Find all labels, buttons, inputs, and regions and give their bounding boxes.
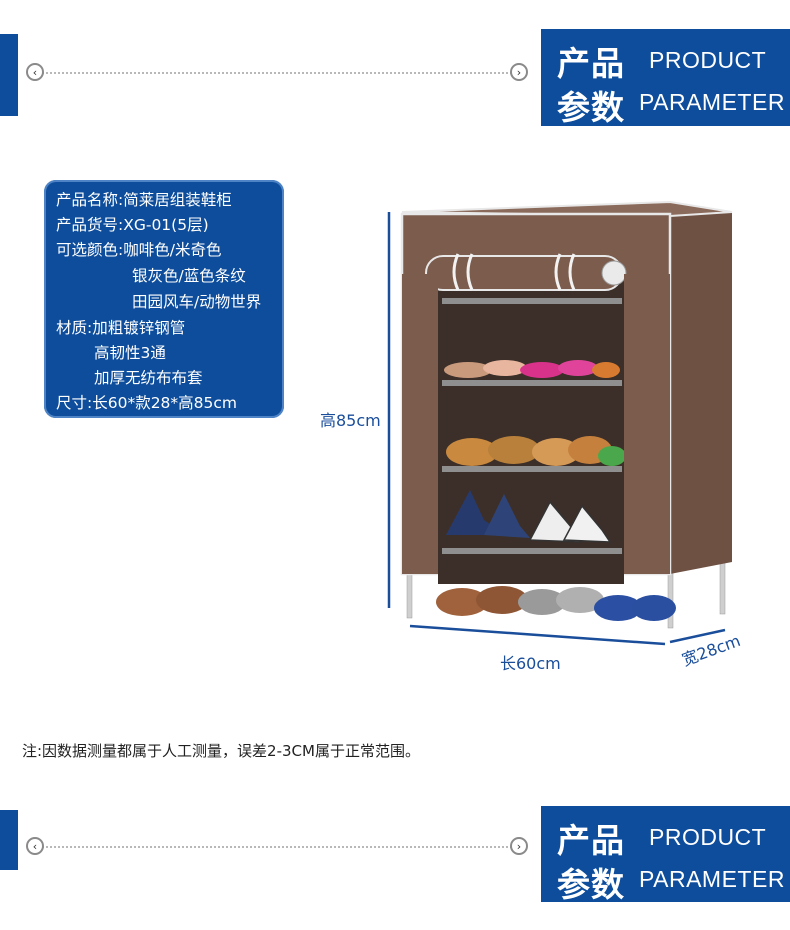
shoe	[520, 362, 564, 378]
cover-left-flap	[402, 274, 438, 574]
shelf-1	[442, 298, 622, 304]
arrow-right-icon: ›	[510, 837, 528, 855]
header-title-cn-1: 产品	[557, 44, 625, 83]
shoe	[632, 595, 676, 621]
cabinet-side-panel	[670, 202, 732, 574]
shelf-3	[442, 466, 622, 472]
header-title-en-2: PARAMETER	[639, 89, 785, 115]
footer-left-accent	[0, 810, 18, 870]
spec-line-name: 产品名称:简莱居组装鞋柜	[56, 191, 232, 209]
spec-line-colors-2: 银灰色/蓝色条纹	[132, 267, 246, 285]
shoe	[518, 589, 566, 615]
spec-panel: 产品名称:简莱居组装鞋柜 产品货号:XG-01(5层) 可选颜色:咖啡色/米奇色…	[44, 180, 284, 418]
shelf-4	[442, 548, 622, 554]
footer-title-box: 产品 参数 PRODUCT PARAMETER	[541, 806, 790, 904]
measurement-note: 注:因数据测量都属于人工测量，误差2-3CM属于正常范围。	[22, 742, 420, 760]
spec-line-material-2: 高韧性3通	[94, 344, 166, 362]
leg-front-left	[406, 567, 413, 619]
height-label: 高85cm	[320, 411, 381, 430]
header-title-en-1: PRODUCT	[649, 47, 767, 73]
shoe	[446, 490, 506, 535]
length-dimension-line	[409, 624, 666, 646]
header-band: ‹ › 产品 参数 PRODUCT PARAMETER	[0, 20, 790, 150]
roll-end-cap	[601, 260, 627, 286]
shelf-2	[442, 380, 622, 386]
width-dimension-line	[669, 628, 726, 644]
shoe	[483, 360, 527, 376]
footer-band: ‹ › 产品 参数 PRODUCT PARAMETER	[0, 800, 790, 930]
shoe	[562, 504, 612, 543]
door-straps	[452, 253, 576, 291]
leg-back-right	[719, 561, 726, 615]
footer-title-cn-2: 参数	[557, 865, 625, 904]
cover-right-flap	[624, 274, 670, 574]
shoe	[594, 595, 642, 621]
header-dotted-divider	[34, 72, 520, 74]
spec-line-material-1: 材质:加粗镀锌钢管	[56, 319, 186, 337]
footer-dotted-divider	[34, 846, 520, 848]
shoe	[476, 586, 528, 614]
header-title-box: 产品 参数 PRODUCT PARAMETER	[541, 29, 790, 127]
arrow-left-icon: ‹	[26, 63, 44, 81]
shoe	[556, 587, 604, 613]
footer-title-en-1: PRODUCT	[649, 824, 767, 850]
spec-line-sku: 产品货号:XG-01(5层)	[56, 216, 209, 234]
footer-title-en-2: PARAMETER	[639, 866, 785, 892]
arrow-right-icon: ›	[510, 63, 528, 81]
shoe	[436, 588, 488, 616]
shoe-cabinet-illustration	[387, 200, 733, 646]
footer-title-cn-1: 产品	[557, 821, 625, 860]
header-title-cn-2: 参数	[557, 88, 625, 127]
shoe	[592, 362, 620, 378]
arrow-left-icon: ‹	[26, 837, 44, 855]
shoe	[444, 362, 492, 378]
shoe	[598, 446, 626, 466]
spec-line-size: 尺寸:长60*款28*高85cm	[56, 394, 238, 412]
length-label: 长60cm	[500, 654, 561, 673]
shoe	[532, 438, 580, 466]
shoe	[446, 438, 498, 466]
shoe	[484, 494, 530, 538]
spec-line-colors-3: 田园风车/动物世界	[132, 293, 262, 311]
header-left-accent	[0, 34, 18, 116]
spec-line-material-3: 加厚无纺布布套	[94, 369, 203, 387]
spec-line-colors-1: 可选颜色:咖啡色/米奇色	[56, 241, 222, 259]
shoe	[488, 436, 540, 464]
shoe	[558, 360, 598, 376]
